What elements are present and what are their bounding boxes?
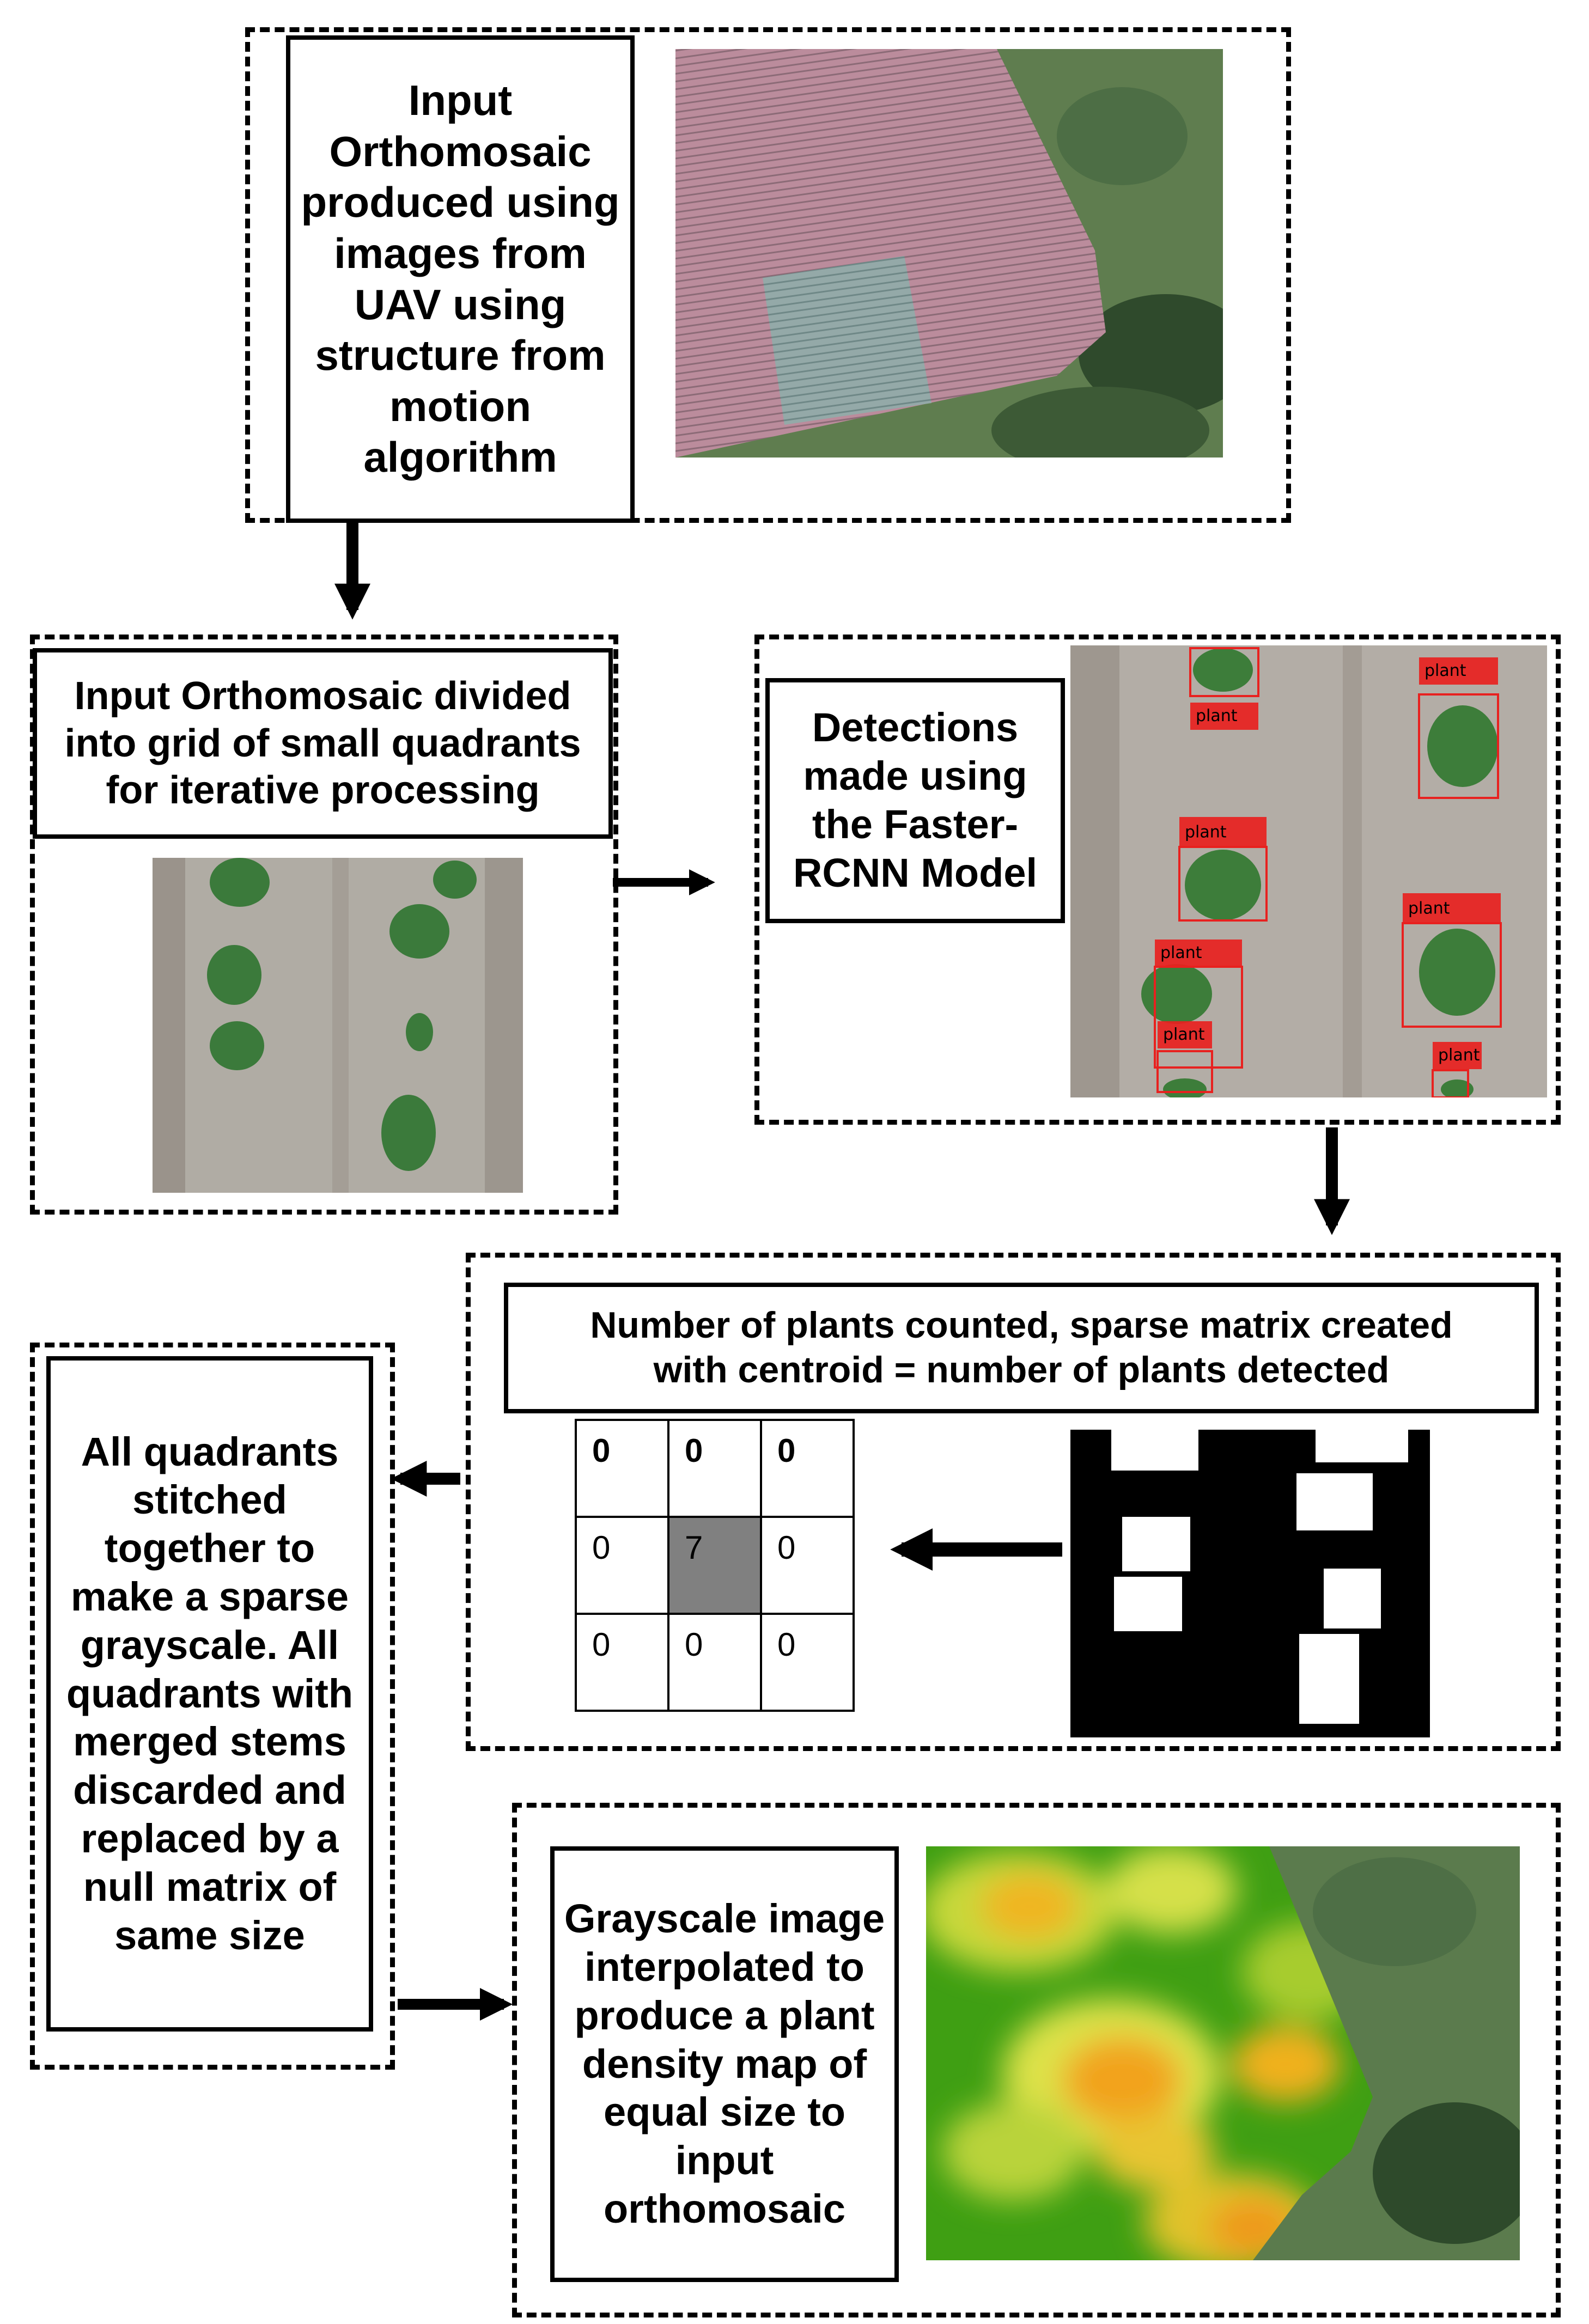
step-grid-container [30, 635, 618, 1215]
matrix-cell: 0 [667, 1419, 762, 1518]
step-grid-label: Input Orthomosaic divided into grid of s… [64, 674, 581, 813]
step-input-label: Input Orthomosaic produced using images … [301, 76, 620, 481]
detection-tag [1433, 1042, 1482, 1069]
detection-box: plant [1402, 893, 1502, 1028]
detection-label: plant [1438, 1046, 1480, 1065]
matrix-row: 0 0 0 [575, 1613, 855, 1712]
mask-blob [1296, 1473, 1373, 1530]
density-map-image [926, 1846, 1520, 2260]
detection-tag [1158, 1021, 1212, 1048]
mask-notch [1111, 1430, 1198, 1471]
matrix-cell: 0 [575, 1419, 669, 1518]
detection-tag [1403, 893, 1501, 923]
step-detect-container [754, 635, 1561, 1125]
matrix-cell: 0 [760, 1613, 855, 1712]
detection-tag [1190, 703, 1258, 730]
mask-blob [1299, 1634, 1359, 1724]
matrix-cell: 0 [575, 1613, 669, 1712]
step-detect-label: Detections made using the Faster- RCNN M… [793, 705, 1038, 895]
mask-blob [1122, 1517, 1190, 1571]
detection-box: plant [1154, 940, 1243, 1069]
step-count-box: Number of plants counted, sparse matrix … [504, 1283, 1539, 1413]
detection-tag [1179, 817, 1267, 847]
detection-label: plant [1196, 706, 1238, 725]
step-density-label: Grayscale image interpolated to produce … [564, 1896, 885, 2231]
detection-tag [1155, 940, 1242, 967]
detection-box: plant [1418, 657, 1499, 799]
step-input-container [245, 27, 1291, 523]
detection-box: plant [1178, 817, 1268, 922]
step-density-container [512, 1803, 1561, 2317]
detection-image: plant plant plant plant plant plant plant [1070, 645, 1547, 1097]
detection-box: plant [1189, 647, 1259, 730]
detection-label: plant [1185, 822, 1227, 841]
step-input-box: Input Orthomosaic produced using images … [286, 35, 635, 523]
step-detect-box: Detections made using the Faster- RCNN M… [765, 678, 1065, 923]
orthomosaic-image [675, 49, 1223, 458]
detection-box: plant [1432, 1042, 1482, 1097]
detection-label: plant [1160, 943, 1202, 962]
quadrant-image [153, 858, 523, 1193]
detection-label: plant [1408, 899, 1450, 918]
matrix-cell: 0 [667, 1613, 762, 1712]
matrix-cell: 0 [575, 1516, 669, 1615]
step-count-label: Number of plants counted, sparse matrix … [590, 1304, 1453, 1390]
detection-label: plant [1424, 661, 1466, 680]
matrix-row: 0 7 0 [575, 1516, 855, 1615]
step-stitch-label: All quadrants stitched together to make … [66, 1429, 354, 1958]
matrix-cell-center: 7 [667, 1516, 762, 1615]
mask-blob [1114, 1577, 1182, 1631]
detection-tag [1419, 657, 1498, 685]
mask-blob [1324, 1569, 1381, 1628]
mask-notch [1316, 1430, 1408, 1462]
step-density-box: Grayscale image interpolated to produce … [550, 1846, 899, 2282]
binary-mask-image [1070, 1430, 1430, 1737]
step-stitch-container [30, 1343, 395, 2070]
step-count-container [466, 1253, 1561, 1751]
matrix-cell: 0 [760, 1516, 855, 1615]
count-matrix: 0 0 0 0 7 0 0 0 0 [575, 1419, 855, 1712]
matrix-row: 0 0 0 [575, 1419, 855, 1518]
step-stitch-box: All quadrants stitched together to make … [46, 1356, 373, 2032]
detection-box: plant [1156, 1021, 1213, 1093]
step-grid-box: Input Orthomosaic divided into grid of s… [33, 648, 613, 839]
matrix-cell: 0 [760, 1419, 855, 1518]
detection-label: plant [1163, 1025, 1205, 1044]
